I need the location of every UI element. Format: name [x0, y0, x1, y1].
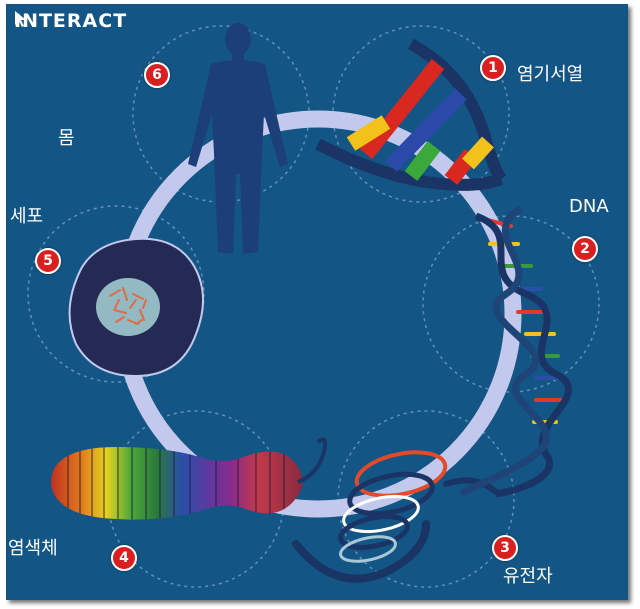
guide-circle-1: [332, 25, 510, 203]
step-badge-4[interactable]: 4: [111, 545, 137, 571]
diagram-frame: INTERACT 1 염기서열 DNA 2 3 유전자 4 염색체 세포 5 6…: [6, 4, 628, 600]
body-silhouette: [188, 23, 288, 254]
dna-helix-illustration: [459, 205, 573, 498]
step-label-2[interactable]: DNA: [569, 196, 609, 217]
step-badge-2[interactable]: 2: [572, 236, 598, 262]
base-sequence-illustration: [315, 38, 507, 191]
chromosome-illustration: [51, 437, 328, 520]
step-label-1[interactable]: 염기서열: [517, 64, 584, 85]
step-label-4[interactable]: 염색체: [8, 538, 58, 559]
cell-illustration: [68, 237, 205, 378]
cursor-icon: [15, 11, 26, 27]
step-label-3[interactable]: 유전자: [503, 566, 553, 587]
step-badge-6[interactable]: 6: [144, 62, 170, 88]
step-label-6[interactable]: 몸: [58, 128, 75, 149]
guide-circle-3: [337, 410, 515, 588]
guide-circle-5: [27, 205, 205, 383]
step-label-5[interactable]: 세포: [10, 206, 44, 227]
brand-logo: INTERACT: [14, 10, 127, 32]
gene-coil-illustration: [292, 450, 499, 583]
brand-name: INTERACT: [14, 10, 128, 32]
step-badge-5[interactable]: 5: [35, 248, 61, 274]
diagram-canvas: [27, 23, 600, 588]
step-badge-1[interactable]: 1: [480, 55, 506, 81]
step-badge-3[interactable]: 3: [492, 535, 518, 561]
